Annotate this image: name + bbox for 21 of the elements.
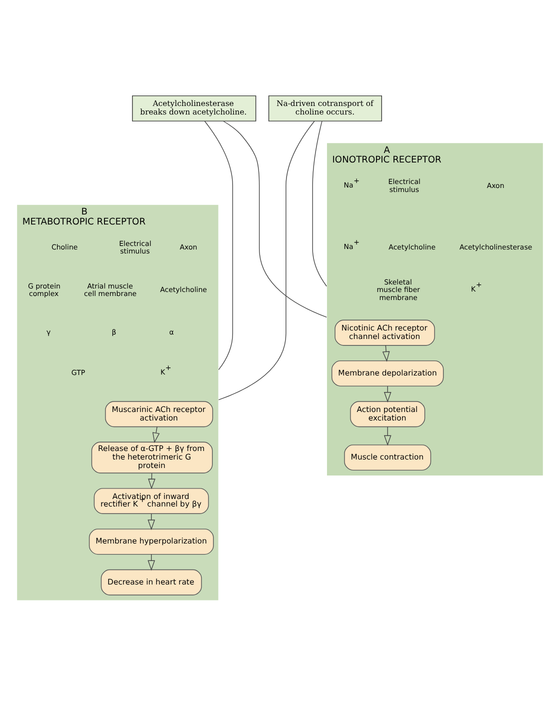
label: Acetylcholine (160, 285, 207, 294)
connector (218, 120, 315, 400)
connector (222, 120, 327, 318)
connector (312, 120, 327, 287)
label: Choline (51, 242, 78, 252)
label: Electrical stimulus (119, 238, 152, 256)
label: Acetylcholinesterase (459, 242, 532, 252)
label: α (169, 328, 174, 337)
label: Acetylcholine (388, 242, 436, 252)
label: Atrial muscle cell membrane (84, 281, 137, 298)
label: Electrical stimulus (388, 177, 421, 194)
arrow (382, 345, 390, 362)
label: Axon (180, 242, 198, 252)
connector (204, 120, 234, 370)
label: Skeletal muscle fiber membrane (376, 277, 420, 302)
label: Axon (486, 180, 504, 190)
arrow (152, 426, 160, 444)
label: γ (46, 328, 51, 337)
label: G protein complex (28, 281, 61, 298)
label: GTP (71, 368, 86, 378)
label: β (112, 328, 116, 337)
